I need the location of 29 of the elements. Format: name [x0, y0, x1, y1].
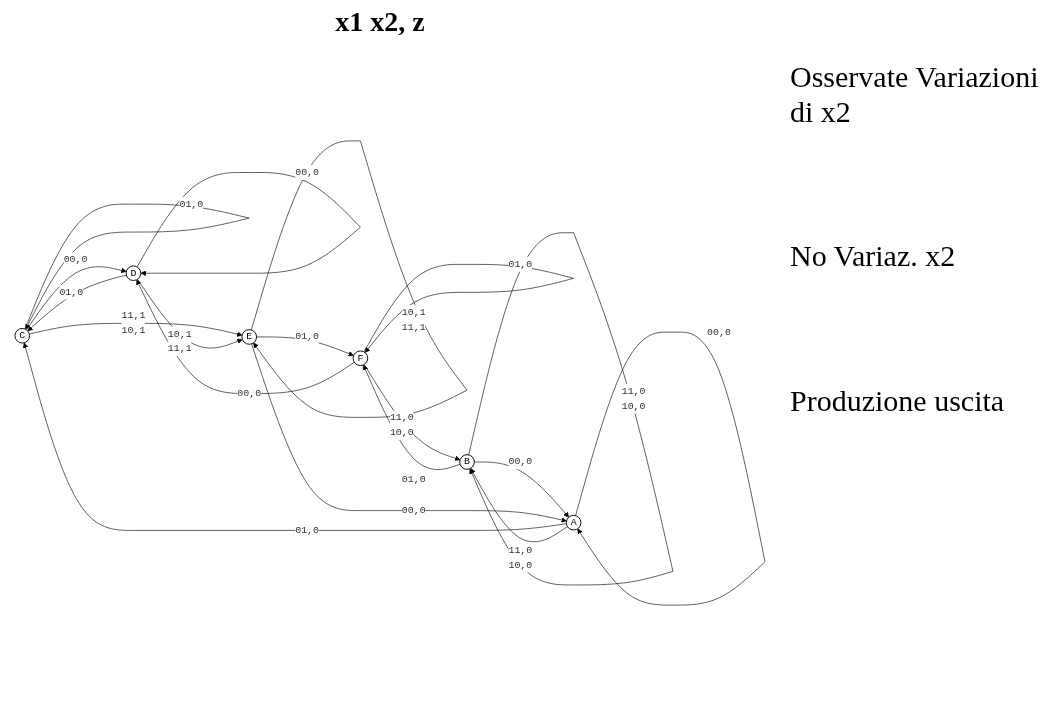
edge-label: 11,0 10,0 [508, 544, 533, 571]
edge-label: 01,0 [508, 258, 533, 270]
edge-label: 00,0 [707, 326, 731, 338]
edge-label: 01,0 [401, 473, 426, 485]
node-circle: C [14, 327, 31, 344]
edge-label: 01,0 [295, 331, 320, 343]
node-circle: E [241, 329, 257, 345]
node-circle: A [565, 514, 582, 531]
node-circle: F [352, 350, 369, 367]
edge-label: 11,0 10,0 [621, 385, 646, 412]
edge-label: 01,0 [59, 286, 84, 298]
edge-label: 00,0 [63, 254, 88, 266]
node-circle: B [459, 454, 475, 470]
edge-label: 10,1 11,1 [401, 306, 426, 333]
edge-label: 00,0 [237, 388, 262, 400]
region-label: No Variaz. x2 [790, 239, 957, 274]
region-label: Produzione uscita [790, 383, 1006, 418]
edge-label: 10,1 11,1 [167, 328, 192, 355]
edge-label: 11,0 10,0 [389, 412, 414, 439]
edge-label: 11,1 10,1 [121, 310, 146, 337]
region-label: Osservate Variazioni di x2 [790, 60, 1040, 129]
edge-label: 01,0 [179, 198, 204, 210]
node-circle: D [125, 265, 142, 281]
edge-label: 00,0 [401, 505, 426, 517]
edge-label: 01,0 [295, 524, 320, 537]
edge-label: 00,0 [295, 166, 320, 179]
diagram-title: x1 x2, z [334, 6, 426, 38]
arrow [363, 264, 574, 353]
edge-label: 00,0 [508, 456, 533, 468]
